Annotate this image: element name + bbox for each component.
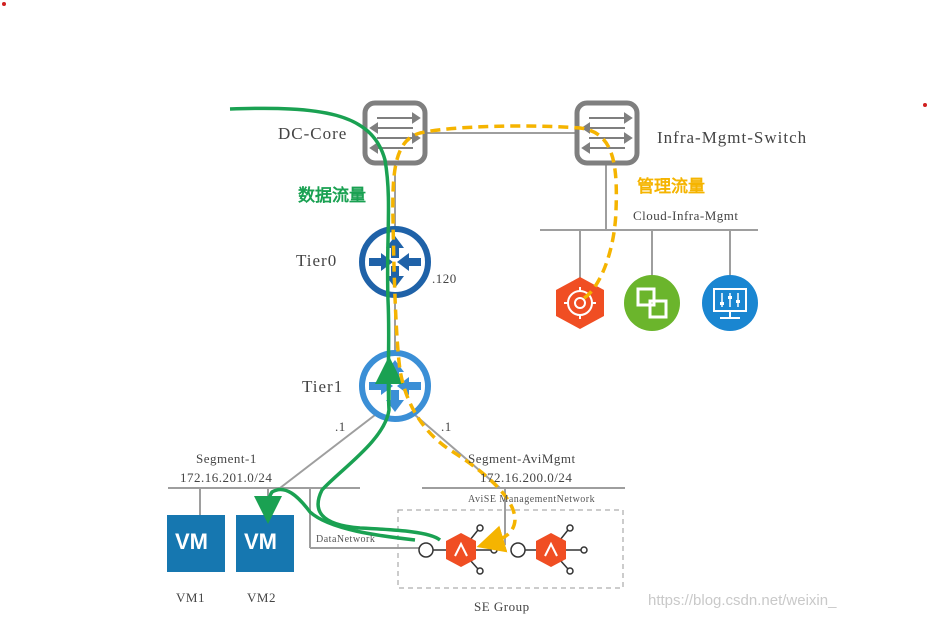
- tier1-ip-right-label: .1: [441, 419, 452, 434]
- vm1-label: VM1: [176, 590, 205, 605]
- se-group-box: [397, 509, 624, 589]
- tier0-ip-label: .120: [432, 271, 457, 286]
- segment-avi-cidr-label: 172.16.200.0/24: [480, 470, 573, 485]
- infra-switch-label: Infra-Mgmt-Switch: [657, 128, 808, 147]
- vrops-icon: [624, 275, 680, 331]
- corner-dot: [2, 2, 6, 6]
- tier1-label: Tier1: [302, 377, 344, 396]
- tier0-label: Tier0: [296, 251, 338, 270]
- data-network-label: DataNetwork: [316, 534, 376, 545]
- vm1-badge: VM: [175, 529, 208, 554]
- vm1-box: [167, 515, 225, 572]
- data-flow-return-path: [254, 487, 416, 542]
- tier1-router-icon: [359, 350, 431, 422]
- avi-se-icon: [510, 524, 588, 575]
- segment-avi-name-label: Segment-AviMgmt: [468, 451, 576, 466]
- dc-core-label: DC-Core: [278, 124, 348, 143]
- watermark-text: https://blog.csdn.net/weixin_: [648, 592, 837, 609]
- tier1-ip-left-label: .1: [335, 419, 346, 434]
- corner-dot: [923, 103, 927, 107]
- mgmt-flow-path: [391, 124, 619, 553]
- gear-hexagon-icon: [556, 277, 604, 329]
- segment1-name-label: Segment-1: [196, 451, 257, 466]
- avise-mgmt-network-label: AviSE ManagementNetwork: [468, 494, 596, 505]
- mgmt-flow-label: 管理流量: [637, 177, 705, 197]
- infra-mgmt-switch-icon: [574, 100, 640, 166]
- monitor-sliders-icon: [702, 275, 758, 331]
- avi-se-icon: [418, 524, 498, 575]
- segment1-cidr-label: 172.16.201.0/24: [180, 470, 273, 485]
- cloud-mgmt-label: Cloud-Infra-Mgmt: [633, 208, 739, 223]
- vm2-label: VM2: [247, 590, 276, 605]
- vm2-badge: VM: [244, 529, 277, 554]
- se-group-label: SE Group: [474, 599, 530, 614]
- data-flow-label: 数据流量: [298, 186, 366, 206]
- vm2-box: [236, 515, 294, 572]
